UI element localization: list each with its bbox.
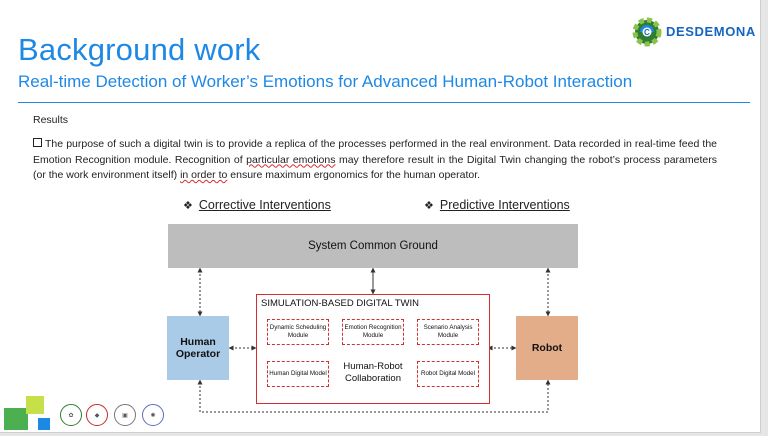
human-operator-box: Human Operator: [167, 316, 229, 380]
diamond-bullet-icon: ❖: [183, 200, 193, 212]
decor-square-blue: [38, 418, 50, 430]
partner-logo-icon: ▣: [114, 404, 136, 426]
header-predictive: ❖Predictive Interventions: [424, 198, 570, 212]
human-digital-model: Human Digital Model: [267, 361, 329, 387]
digital-twin-box: SIMULATION-BASED DIGITAL TWIN Dynamic Sc…: [256, 294, 490, 404]
spellcheck-text: particular emotions: [246, 153, 336, 166]
digital-twin-title: SIMULATION-BASED DIGITAL TWIN: [261, 298, 419, 309]
human-robot-collaboration: Human-Robot Collaboration: [343, 361, 403, 384]
body-paragraph: The purpose of such a digital twin is to…: [33, 138, 717, 181]
robot-box: Robot: [516, 316, 578, 380]
gear-logo-icon: C: [632, 17, 662, 47]
decor-square-green: [4, 408, 28, 430]
scenario-analysis-module: Scenario Analysis Module: [417, 319, 479, 345]
slide-subtitle: Real-time Detection of Worker’s Emotions…: [18, 72, 633, 91]
decor-square-lime: [26, 396, 44, 414]
header-corrective: ❖Corrective Interventions: [183, 198, 331, 212]
robot-digital-model: Robot Digital Model: [417, 361, 479, 387]
slide-title: Background work: [18, 32, 261, 67]
checkbox-bullet-icon: [33, 138, 42, 147]
partner-logo-icon: ◆: [86, 404, 108, 426]
partner-logo-icon: ✺: [142, 404, 164, 426]
section-label: Results: [33, 114, 69, 126]
svg-text:C: C: [644, 28, 650, 37]
diamond-bullet-icon: ❖: [424, 200, 434, 212]
emotion-recognition-module: Emotion Recognition Module: [342, 319, 404, 345]
title-divider: [18, 102, 750, 103]
desdemona-logo: C DESDEMONA: [630, 14, 756, 50]
spellcheck-text: in order to: [180, 169, 228, 181]
dynamic-scheduling-module: Dynamic Scheduling Module: [267, 319, 329, 345]
common-ground-box: System Common Ground: [168, 224, 578, 268]
partner-logo-icon: ✿: [60, 404, 82, 426]
logo-text: DESDEMONA: [666, 24, 756, 39]
